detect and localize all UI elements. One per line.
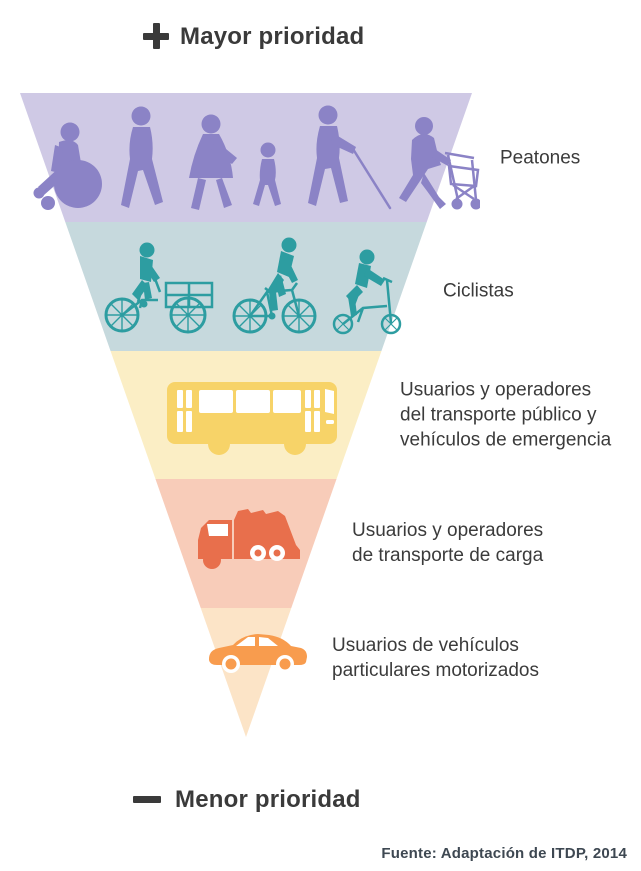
pedestrians-icons: [33, 105, 480, 210]
bus-icon: [167, 382, 337, 455]
walking-man-icon: [121, 106, 163, 208]
header-title: Mayor prioridad: [180, 23, 365, 50]
walking-woman-icon: [189, 114, 237, 210]
cargo-tricycle-icon: [104, 242, 214, 334]
label-ciclistas: Ciclistas: [443, 280, 514, 302]
plus-icon: [143, 23, 169, 49]
source-attribution: Fuente: Adaptación de ITDP, 2014: [381, 845, 627, 862]
walking-child-icon: [253, 142, 281, 206]
cargo-truck-icon: [198, 509, 300, 569]
blind-person-with-cane-icon: [308, 105, 392, 210]
wheelchair-user-icon: [33, 122, 102, 210]
label-vehiculos-particulares: Usuarios de vehículos particulares motor…: [332, 635, 539, 681]
small-bicycle-rider-icon: [332, 249, 402, 335]
cyclists-icons: [104, 237, 402, 335]
car-icon: [209, 634, 307, 673]
minus-icon: [133, 796, 161, 803]
label-peatones: Peatones: [500, 147, 581, 169]
label-transporte-publico: Usuarios y operadores del transporte púb…: [400, 379, 612, 451]
elderly-person-with-walker-icon: [399, 117, 480, 210]
bicycle-rider-icon: [232, 237, 317, 334]
label-transporte-carga: Usuarios y operadores de transporte de c…: [352, 520, 544, 566]
footer-title: Menor prioridad: [175, 786, 361, 813]
